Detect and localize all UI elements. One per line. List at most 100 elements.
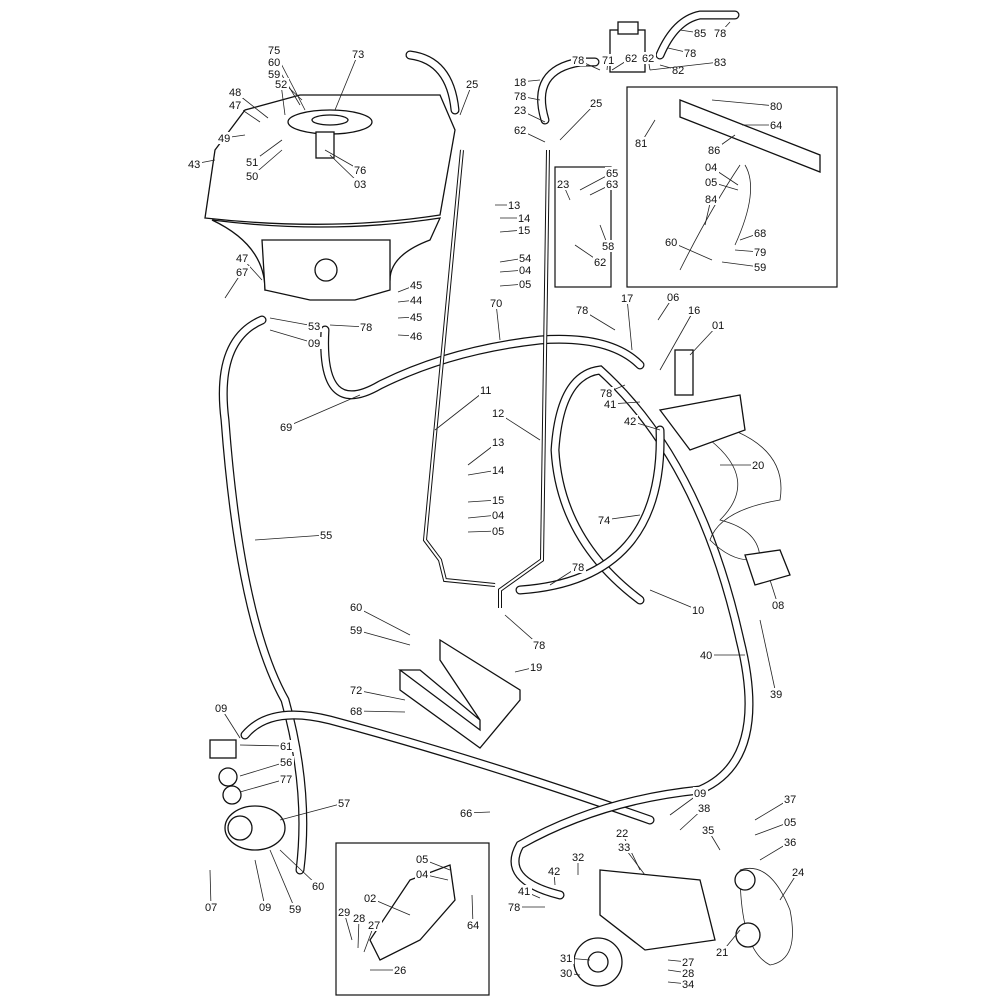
part-label: 40 [700,650,712,662]
label-background [683,47,698,59]
label-background [666,291,681,303]
piston-pump [599,869,716,951]
label-background [571,54,586,66]
part-label: 09 [694,788,706,800]
tank-body-upper [204,94,456,225]
drive-pulley [734,869,756,891]
label-background [664,236,679,248]
idler-pulley [735,922,761,948]
label-background [235,252,250,264]
tubes [422,149,782,608]
label-background [353,164,368,176]
part-label: 70 [490,298,502,310]
part-label: 76 [354,165,366,177]
label-background [288,903,303,915]
label-background [267,44,282,56]
inset-box-bracket [626,86,838,288]
pulley-hub [587,951,609,973]
channel-bracket [398,638,521,749]
part-label: 71 [602,55,614,67]
part-label: 05 [416,854,428,866]
strainer [222,785,242,805]
label-background [507,199,522,211]
tank-sight-gauge [314,258,338,282]
tank-level-sender [315,131,335,159]
label-background [617,841,632,853]
label-background [529,661,544,673]
label-background [715,946,730,958]
label-background [349,684,364,696]
leader-line [659,309,695,371]
label-background [349,705,364,717]
part-label: 17 [621,293,633,305]
part-label: 86 [708,145,720,157]
leader-line [239,744,287,747]
part-label: 85 [694,28,706,40]
label-background [571,851,586,863]
label-background [279,421,294,433]
label-background [707,144,722,156]
part-label: 16 [688,305,700,317]
leader-line [239,761,287,777]
label-background [593,256,608,268]
label-background [518,264,533,276]
leader-line [355,710,406,713]
label-background [393,964,408,976]
part-label: 25 [466,79,478,91]
label-background [235,266,250,278]
label-background [214,702,229,714]
label-background [217,132,232,144]
part-label: 84 [705,194,717,206]
label-background [352,912,367,924]
label-background [547,865,562,877]
label-background [513,104,528,116]
label-background [783,793,798,805]
bracket-bar [679,99,821,173]
label-background [771,599,786,611]
part-label: 12 [492,408,504,420]
part-label: 59 [754,262,766,274]
inset-boxes [335,86,838,996]
part-label: 78 [360,322,372,334]
part-label: 60 [350,602,362,614]
part-label: 27 [368,920,380,932]
label-background [620,292,635,304]
label-background [589,97,604,109]
part-label: 05 [705,177,717,189]
part-label: 32 [572,852,584,864]
label-background [704,193,719,205]
part-label: 54 [519,253,531,265]
part-label: 19 [530,662,542,674]
part-label: 08 [772,600,784,612]
label-background [363,892,378,904]
leader-line [495,302,501,341]
label-background [697,802,712,814]
part-label: 78 [514,91,526,103]
label-background [791,866,806,878]
part-label: 81 [635,138,647,150]
part-label: 78 [714,28,726,40]
part-label: 37 [784,794,796,806]
label-background [623,415,638,427]
inset-box-guard [335,842,490,996]
part-label: 75 [268,45,280,57]
label-background [491,407,506,419]
label-background [599,387,614,399]
leader-line [269,317,315,327]
part-label: 29 [338,907,350,919]
part-label: 62 [625,53,637,65]
part-label: 28 [353,913,365,925]
part-label: 77 [280,774,292,786]
part-label: 05 [519,279,531,291]
part-label: 78 [684,48,696,60]
part-label: 02 [364,893,376,905]
part-label: 06 [667,292,679,304]
part-label: 78 [572,562,584,574]
part-label: 03 [354,179,366,191]
label-background [337,797,352,809]
part-label: 64 [467,920,479,932]
label-background [491,525,506,537]
label-background [311,880,326,892]
